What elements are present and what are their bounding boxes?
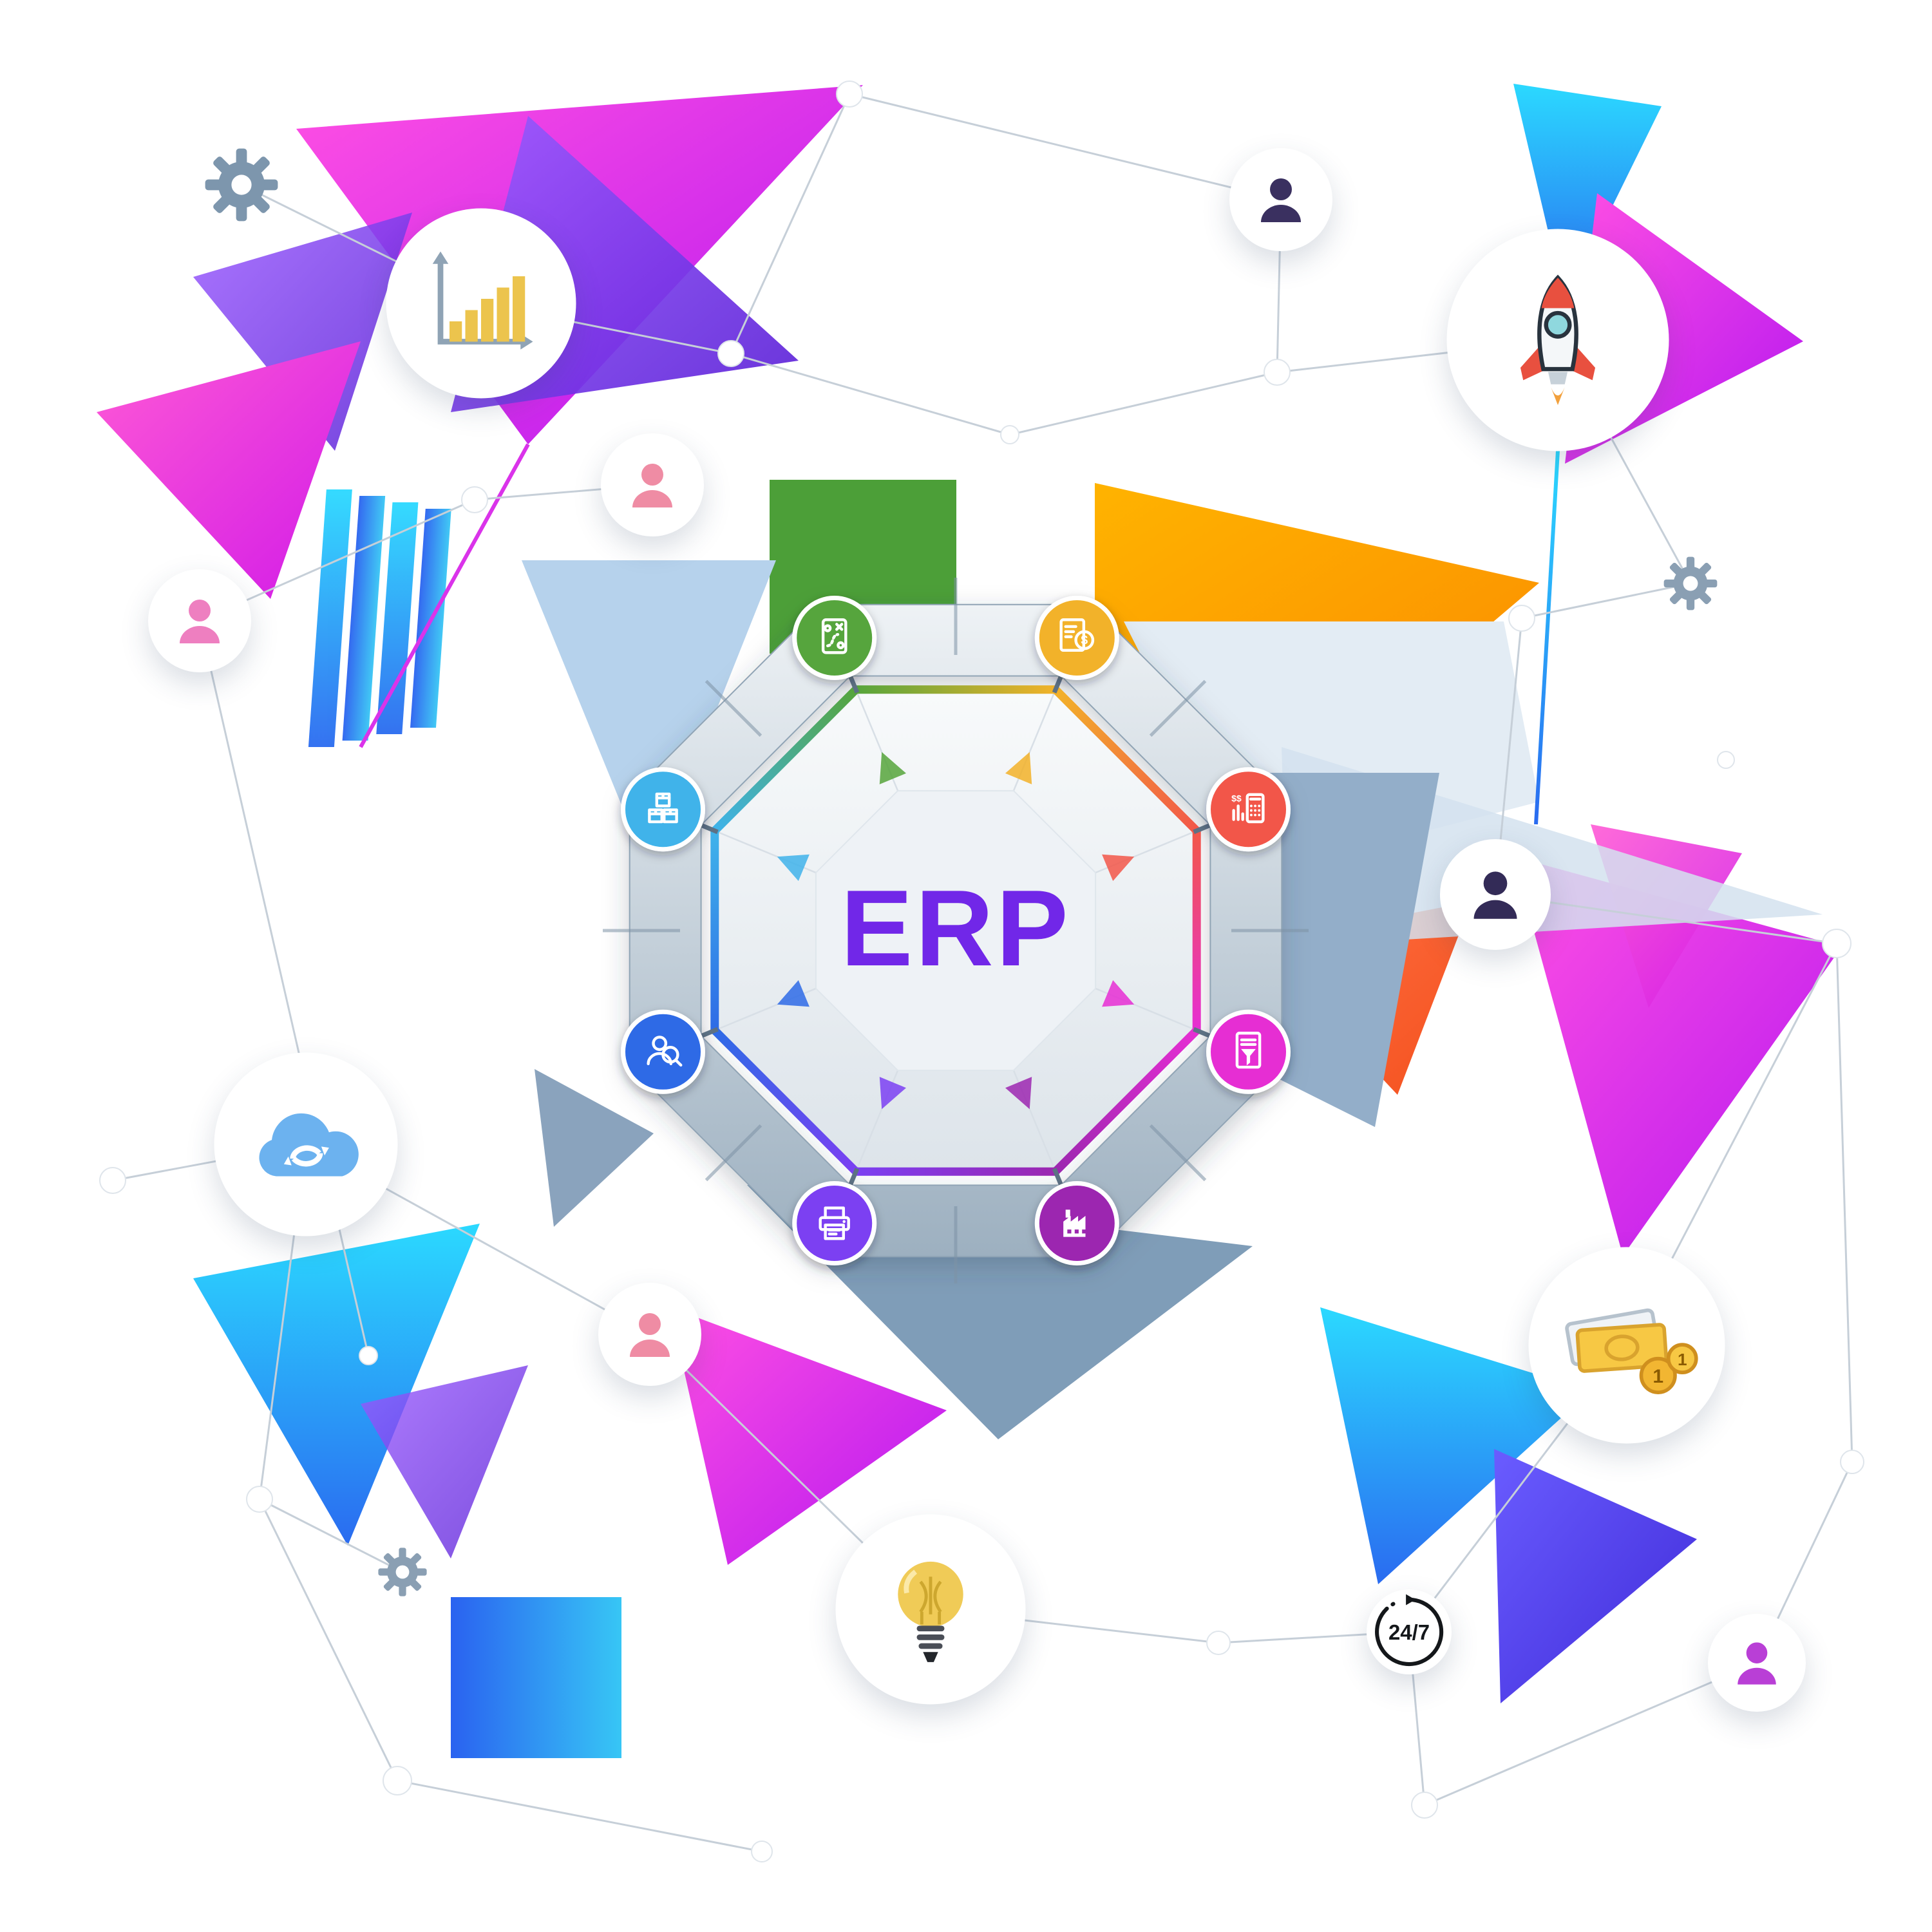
svg-text:$$: $$ (1231, 793, 1242, 803)
inventory-boxes-icon (648, 792, 678, 824)
document-filter-icon (1235, 1032, 1262, 1069)
erp-label: ERP (840, 867, 1070, 989)
network-dots (99, 80, 1864, 1862)
module-manufacturing (1034, 1181, 1119, 1265)
module-accounting: $$ (1206, 767, 1291, 852)
module-inventory (621, 767, 705, 852)
module-strategic-planning (792, 596, 877, 680)
accounting-calculator-icon: $$ (1231, 793, 1265, 824)
diagram-backdrop (522, 480, 1823, 1439)
module-finance: $ (1034, 596, 1119, 680)
svg-text:$: $ (1081, 633, 1088, 647)
strategy-icon (821, 618, 848, 654)
module-billing-invoicing (792, 1181, 877, 1265)
module-human-resources (621, 1009, 705, 1094)
striped-bars (308, 489, 451, 747)
erp-diagram: ERP $ $$ (556, 531, 1355, 1330)
accent-lines (359, 443, 1560, 825)
person-search-icon (647, 1036, 683, 1067)
module-document-management (1206, 1009, 1291, 1094)
factory-icon (1063, 1209, 1086, 1237)
invoice-printer-icon (819, 1206, 850, 1240)
finance-document-icon: $ (1059, 618, 1095, 652)
